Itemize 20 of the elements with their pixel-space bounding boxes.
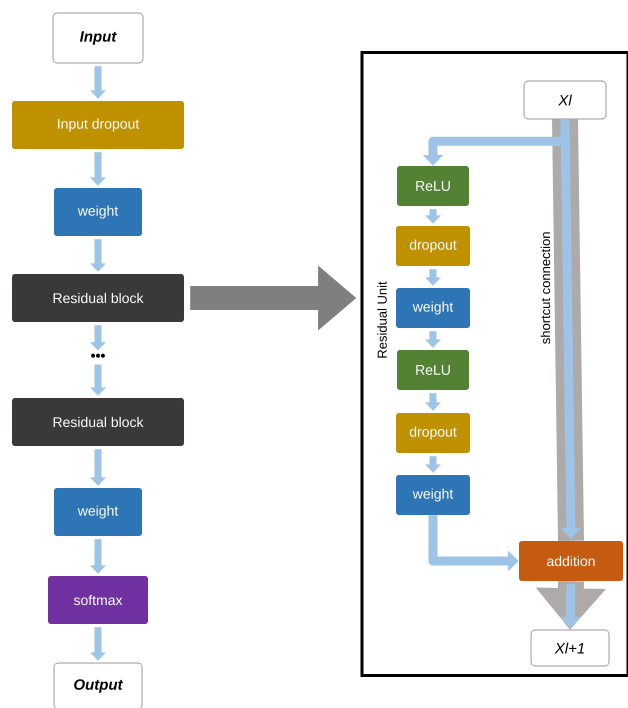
process-box: weight: [396, 475, 470, 515]
output-box: Output: [54, 662, 142, 708]
process-box: weight: [54, 488, 142, 536]
input-box: Xl: [524, 80, 606, 120]
ellipsis-dots: •••: [91, 354, 105, 358]
process-box: Residual block: [12, 398, 184, 446]
process-box: weight: [54, 188, 142, 236]
process-box: softmax: [48, 576, 148, 624]
process-box: ReLU: [397, 350, 469, 390]
process-box: dropout: [396, 226, 470, 266]
process-box: ReLU: [397, 166, 469, 206]
output-box: Xl+1: [530, 630, 610, 666]
connector-band: [552, 119, 584, 541]
process-box: Input dropout: [12, 101, 184, 149]
process-box: weight: [396, 288, 470, 328]
process-box: dropout: [396, 413, 470, 453]
edge-label: shortcut connection: [540, 230, 552, 346]
process-box: Residual block: [12, 274, 184, 322]
input-box: Input: [52, 12, 144, 64]
addition-box: addition: [519, 541, 623, 581]
